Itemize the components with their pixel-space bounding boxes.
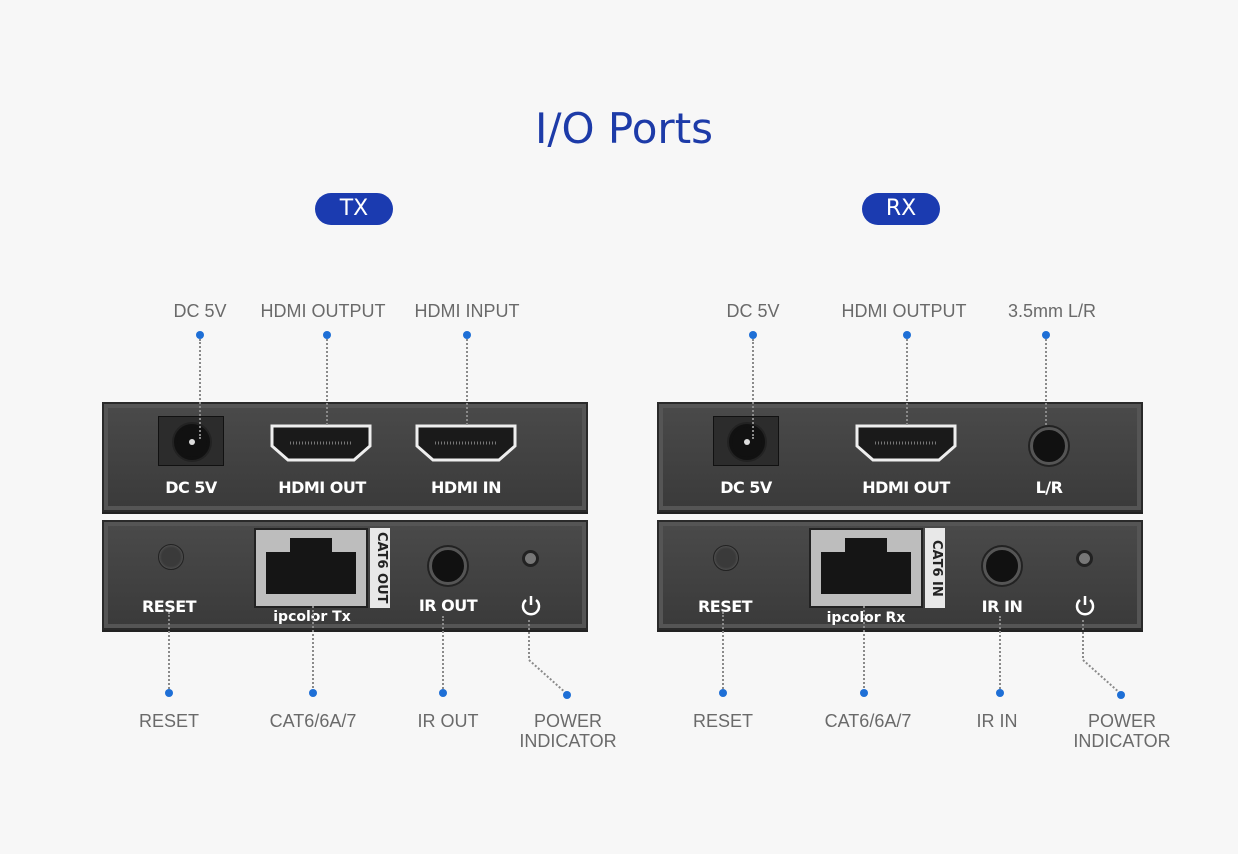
callout-line-power (528, 620, 568, 695)
callout-dot (749, 331, 757, 339)
power-led (1076, 550, 1093, 567)
rx-front-panel: DC 5V HDMI OUT L/R (657, 402, 1143, 512)
callout-power: POWER (1087, 711, 1157, 731)
power-icon (1075, 596, 1095, 616)
callout-dot (903, 331, 911, 339)
label-ir-in: IR IN (981, 597, 1023, 616)
callout-hdmi-output: HDMI OUTPUT (260, 301, 386, 321)
hdmi-out-port-icon (270, 424, 372, 462)
label-lr: L/R (1035, 478, 1063, 497)
callout-dot (1042, 331, 1050, 339)
callout-indicator: INDICATOR (1073, 731, 1171, 751)
callout-line (199, 339, 201, 439)
cat6-out-label: CAT6 OUT (370, 528, 390, 608)
reset-button (713, 545, 739, 571)
label-reset: RESET (141, 597, 197, 616)
callout-ir-out: IR OUT (417, 711, 479, 731)
rj45-port (254, 528, 368, 608)
reset-button (158, 544, 184, 570)
callout-dc-5v: DC 5V (173, 301, 227, 321)
callout-dot (165, 689, 173, 697)
dc-pin (189, 439, 195, 445)
callout-line (312, 606, 314, 692)
callout-audio-lr: 3.5mm L/R (1007, 301, 1097, 321)
dc-jack (713, 416, 779, 466)
callout-line (1045, 339, 1047, 425)
callout-line (863, 606, 865, 692)
callout-dot (719, 689, 727, 697)
label-ir-out: IR OUT (418, 596, 478, 615)
callout-dot (1117, 691, 1125, 699)
hdmi-out-port-icon (855, 424, 957, 462)
power-led (522, 550, 539, 567)
callout-dot (196, 331, 204, 339)
label-dc-5v: DC 5V (165, 478, 217, 497)
callout-dot (439, 689, 447, 697)
callout-line (442, 616, 444, 692)
callout-dot (563, 691, 571, 699)
hdmi-in-port-icon (415, 424, 517, 462)
callout-line (722, 612, 724, 692)
callout-line (466, 339, 468, 425)
cat6-in-label: CAT6 IN (925, 528, 945, 608)
label-hdmi-in: HDMI IN (431, 478, 501, 497)
brand-label: ipcolor Rx (826, 610, 906, 626)
callout-hdmi-input: HDMI INPUT (414, 301, 520, 321)
callout-reset: RESET (138, 711, 200, 731)
callout-line (906, 339, 908, 425)
callout-line-power (1082, 620, 1122, 695)
tx-badge: TX (315, 193, 393, 225)
callout-cat6: CAT6/6A/7 (269, 711, 357, 731)
callout-cat6: CAT6/6A/7 (824, 711, 912, 731)
page-title: I/O Ports (534, 104, 714, 153)
audio-lr-jack (1030, 427, 1068, 465)
callout-line (326, 339, 328, 425)
callout-dot (463, 331, 471, 339)
rx-badge: RX (862, 193, 940, 225)
label-hdmi-out: HDMI OUT (862, 478, 950, 497)
dc-jack-socket (729, 424, 765, 460)
callout-indicator: INDICATOR (519, 731, 617, 751)
callout-line (168, 612, 170, 692)
callout-hdmi-output: HDMI OUTPUT (841, 301, 967, 321)
callout-dot (309, 689, 317, 697)
dc-jack (158, 416, 224, 466)
callout-line (999, 616, 1001, 692)
callout-power: POWER (533, 711, 603, 731)
dc-pin (744, 439, 750, 445)
callout-reset: RESET (692, 711, 754, 731)
callout-line (752, 339, 754, 439)
callout-ir-in: IR IN (976, 711, 1018, 731)
ir-in-jack (983, 547, 1021, 585)
tx-back-panel: CAT6 OUT ipcolor Tx RESET IR OUT (102, 520, 588, 630)
label-reset: RESET (697, 597, 753, 616)
rx-back-panel: CAT6 IN ipcolor Rx RESET IR IN (657, 520, 1143, 630)
ir-out-jack (429, 547, 467, 585)
power-icon (521, 596, 541, 616)
callout-dot (323, 331, 331, 339)
callout-dot (860, 689, 868, 697)
callout-dc-5v: DC 5V (726, 301, 780, 321)
rj45-port (809, 528, 923, 608)
tx-front-panel: DC 5V HDMI OUT HDMI IN (102, 402, 588, 512)
label-dc-5v: DC 5V (720, 478, 772, 497)
dc-jack-socket (174, 424, 210, 460)
label-hdmi-out: HDMI OUT (278, 478, 366, 497)
callout-dot (996, 689, 1004, 697)
